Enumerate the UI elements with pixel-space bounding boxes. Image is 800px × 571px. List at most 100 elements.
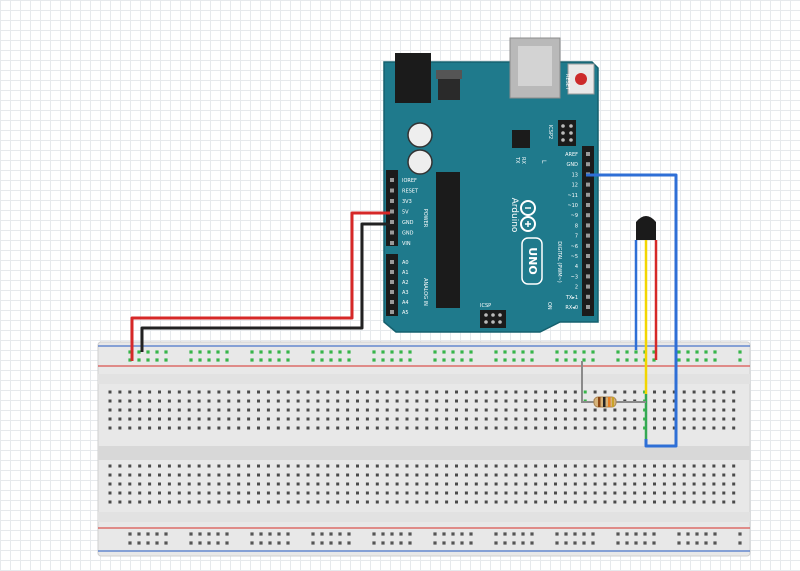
header-pin[interactable]: [586, 152, 590, 156]
breadboard-hole: [137, 532, 141, 536]
header-pin[interactable]: [390, 300, 394, 304]
digital-pin-label: ~11: [567, 193, 578, 199]
breadboard-hole: [544, 473, 548, 477]
breadboard-hole: [137, 358, 141, 362]
breadboard-hole: [306, 482, 310, 486]
breadboard-hole: [616, 541, 620, 545]
header-pin[interactable]: [586, 254, 590, 258]
breadboard-hole: [326, 482, 330, 486]
header-pin[interactable]: [390, 260, 394, 264]
header-pin[interactable]: [586, 192, 590, 197]
breadboard-hole: [276, 500, 280, 504]
breadboard-hole: [554, 426, 557, 430]
breadboard-hole: [643, 482, 647, 486]
breadboard-hole: [158, 473, 161, 477]
header-pin[interactable]: [390, 270, 394, 274]
analog-pin-label: A5: [402, 310, 409, 316]
breadboard-hole: [662, 473, 666, 477]
header-pin[interactable]: [390, 209, 394, 214]
breadboard-hole: [395, 426, 399, 430]
breadboard-hole: [662, 408, 666, 412]
header-pin[interactable]: [586, 162, 590, 167]
reset-button-cap[interactable]: [575, 73, 587, 85]
breadboard-hole: [365, 399, 369, 403]
breadboard-hole: [573, 350, 577, 354]
breadboard-hole: [158, 491, 161, 495]
power-pin-label: GND: [402, 231, 414, 237]
breadboard-hole: [512, 541, 516, 545]
breadboard-hole: [425, 464, 429, 468]
breadboard-hole: [217, 426, 221, 430]
breadboard-hole: [633, 426, 637, 430]
breadboard-hole: [625, 358, 629, 362]
breadboard-hole: [217, 473, 221, 477]
breadboard-hole: [455, 426, 458, 430]
breadboard-hole: [399, 541, 403, 545]
breadboard-hole: [712, 417, 716, 421]
breadboard-hole: [732, 500, 736, 504]
header-pin[interactable]: [390, 230, 394, 235]
header-pin[interactable]: [390, 280, 394, 284]
breadboard-hole: [365, 500, 369, 504]
breadboard-hole: [692, 426, 696, 430]
analog-pin-label: A2: [402, 280, 409, 286]
breadboard-hole: [189, 350, 193, 354]
breadboard-hole: [128, 500, 132, 504]
header-pin[interactable]: [586, 182, 590, 187]
breadboard-hole: [227, 390, 231, 394]
header-pin[interactable]: [586, 274, 590, 279]
breadboard-hole: [573, 417, 577, 421]
breadboard-hole: [118, 473, 122, 477]
breadboard-hole: [494, 541, 498, 545]
breadboard-hole: [623, 482, 627, 486]
breadboard-hole: [108, 482, 112, 486]
header-pin[interactable]: [390, 188, 394, 193]
breadboard-hole: [336, 491, 340, 495]
breadboard-hole: [247, 417, 251, 421]
breadboard-hole: [634, 358, 638, 362]
breadboard-hole: [514, 399, 518, 403]
header-pin[interactable]: [390, 178, 394, 182]
breadboard-hole: [347, 532, 351, 536]
header-pin[interactable]: [586, 223, 590, 228]
header-pin[interactable]: [586, 213, 590, 218]
breadboard-hole: [554, 408, 557, 412]
breadboard-hole: [722, 417, 726, 421]
header-pin[interactable]: [390, 241, 394, 245]
header-pin[interactable]: [586, 203, 590, 207]
header-pin[interactable]: [390, 199, 394, 203]
breadboard-hole: [338, 350, 342, 354]
header-pin[interactable]: [586, 264, 590, 269]
breadboard-hole: [372, 541, 376, 545]
breadboard-hole: [148, 491, 152, 495]
analog-group-label: ANALOG IN: [422, 278, 428, 306]
header-pin[interactable]: [586, 233, 590, 238]
breadboard-hole: [207, 390, 211, 394]
breadboard-hole: [732, 491, 736, 495]
header-pin[interactable]: [586, 294, 590, 299]
breadboard-hole: [662, 417, 666, 421]
breadboard-hole: [451, 358, 455, 362]
header-pin[interactable]: [390, 220, 394, 224]
header-pin[interactable]: [390, 290, 394, 294]
breadboard-hole: [277, 541, 281, 545]
breadboard-hole: [365, 464, 369, 468]
breadboard-hole: [375, 500, 379, 504]
header-pin[interactable]: [586, 284, 590, 289]
breadboard-hole: [177, 426, 181, 430]
header-pin[interactable]: [390, 310, 394, 314]
header-pin[interactable]: [586, 305, 590, 309]
breadboard-hole: [563, 399, 567, 403]
breadboard-hole: [451, 541, 455, 545]
breadboard-hole: [593, 390, 597, 394]
capacitor-2: [407, 149, 433, 175]
header-pin[interactable]: [586, 243, 590, 248]
breadboard-hole: [524, 482, 528, 486]
breadboard-hole: [460, 358, 464, 362]
breadboard-hole: [504, 482, 508, 486]
breadboard-hole: [385, 390, 389, 394]
breadboard-hole: [311, 350, 315, 354]
breadboard-hole: [563, 500, 567, 504]
breadboard-hole: [564, 532, 568, 536]
breadboard-hole: [702, 417, 706, 421]
